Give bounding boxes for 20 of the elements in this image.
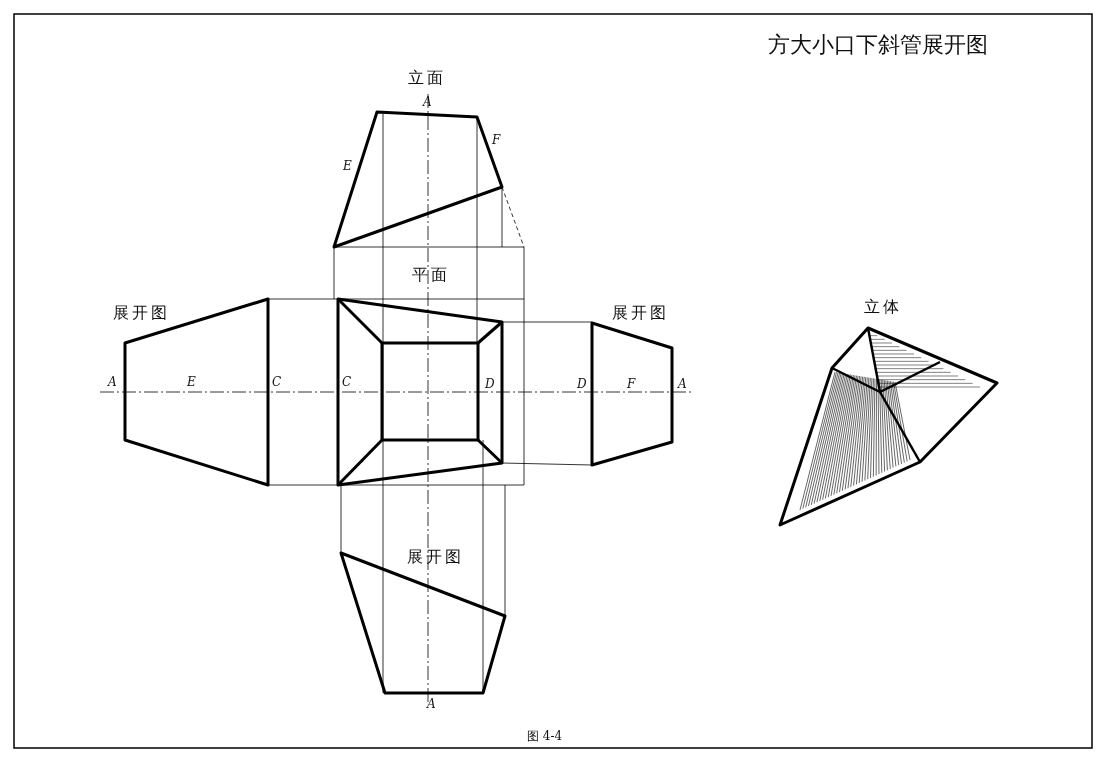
- point-label: D: [577, 378, 587, 390]
- point-label: C: [342, 376, 352, 388]
- point-label: C: [272, 376, 282, 388]
- point-label: E: [187, 376, 196, 388]
- point-label: D: [485, 378, 495, 390]
- view-title: 平面: [412, 267, 450, 283]
- view-title: 展开图: [113, 305, 170, 321]
- point-label: E: [343, 160, 352, 172]
- view-title: 立体: [864, 299, 902, 315]
- view-title: 立面: [408, 70, 446, 86]
- point-label: A: [423, 96, 432, 108]
- drawing-title: 方大小口下斜管展开图: [768, 34, 988, 56]
- point-label: A: [108, 376, 117, 388]
- view-title: 展开图: [612, 305, 669, 321]
- figure-caption: 图 4-4: [527, 730, 563, 742]
- point-label: A: [427, 698, 436, 710]
- point-label: F: [627, 378, 636, 390]
- point-label: A: [678, 378, 687, 390]
- view-title: 展开图: [407, 549, 464, 565]
- point-label: F: [492, 134, 501, 146]
